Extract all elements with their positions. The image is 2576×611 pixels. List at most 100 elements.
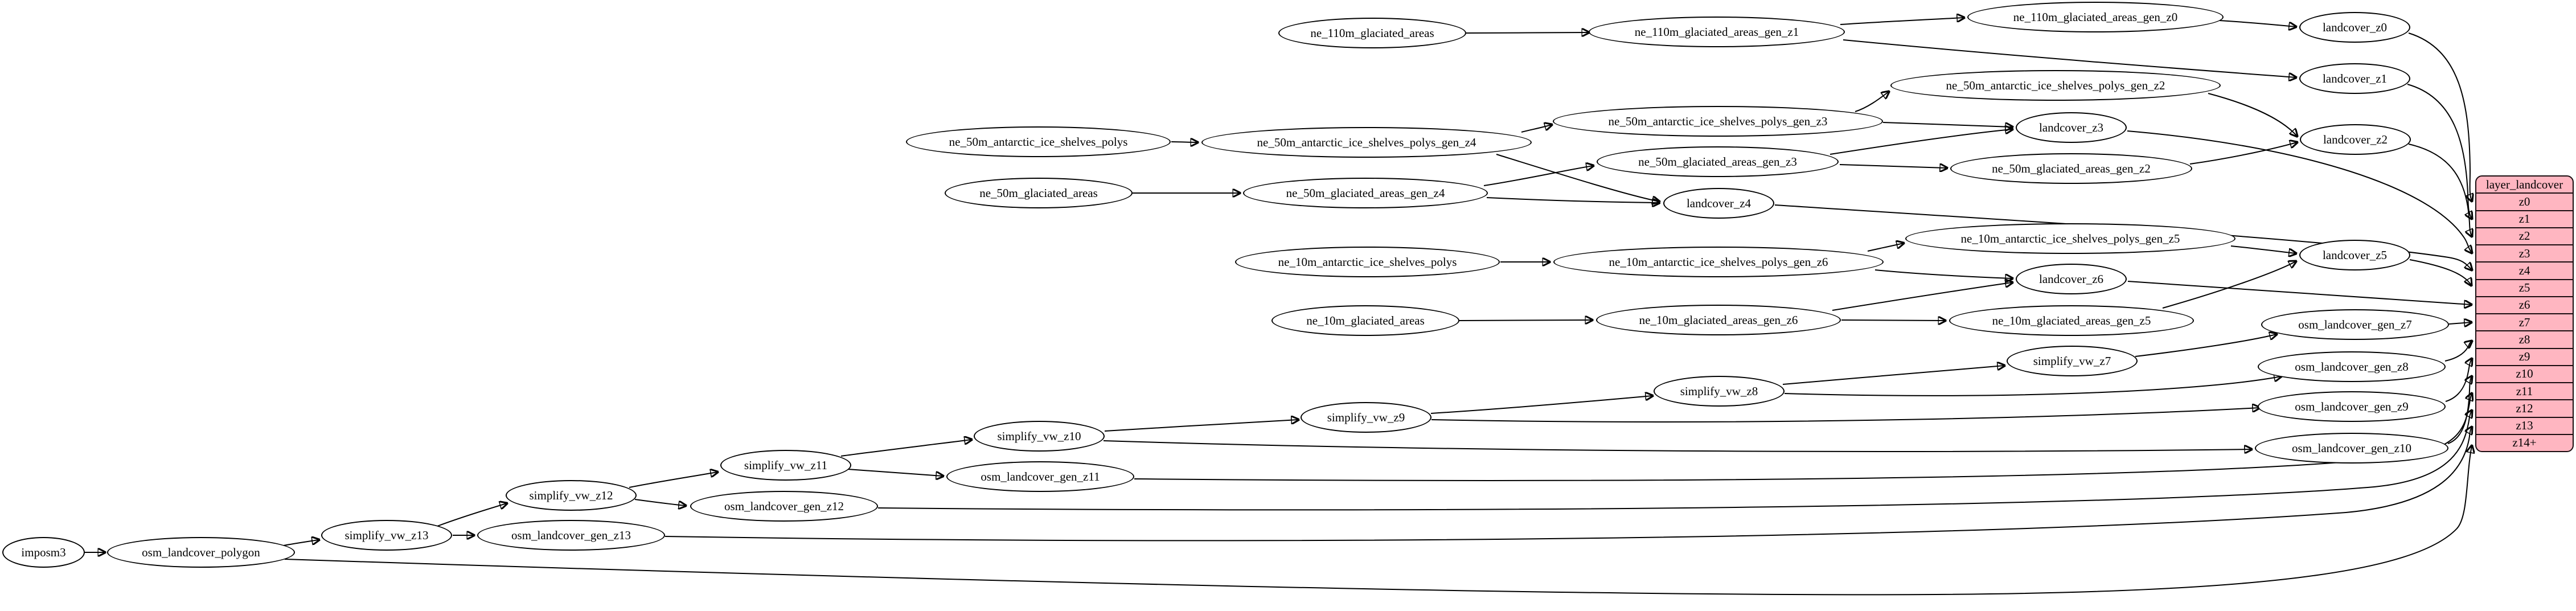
node-ne-10m-glaciated-areas-gen-z5: ne_10m_glaciated_areas_gen_z5 xyxy=(1949,305,2194,336)
node-label: osm_landcover_gen_z12 xyxy=(724,499,844,513)
table-row-z0: z0 xyxy=(2476,192,2573,210)
node-ne-10m-antarctic-ice-shelves-polys-gen-z5: ne_10m_antarctic_ice_shelves_polys_gen_z… xyxy=(1905,223,2235,254)
edge-simplify_vw_z8--osm_landcover_gen_z8 xyxy=(1784,376,2281,396)
node-ne-50m-glaciated-areas-gen-z2: ne_50m_glaciated_areas_gen_z2 xyxy=(1950,153,2192,184)
edge-ne_50m_glaciated_gen_z3--landcover_z3 xyxy=(1830,129,2012,155)
node-ne-50m-glaciated-areas: ne_50m_glaciated_areas xyxy=(945,178,1133,208)
edge-simplify_vw_z7--osm_landcover_gen_z7 xyxy=(2135,334,2276,357)
edge-landcover_z1--z1 xyxy=(2407,84,2472,219)
edge-simplify_vw_z10--osm_landcover_gen_z10 xyxy=(1103,440,2251,452)
edge-ne_50m_polys_gen_z3--gen_z2 xyxy=(1855,92,1889,112)
node-ne-110m-glaciated-areas-gen-z0: ne_110m_glaciated_areas_gen_z0 xyxy=(1967,2,2224,32)
edge-ne_50m_glaciated_gen_z4--landcover_z4 xyxy=(1486,197,1659,203)
node-osm-landcover-gen-z10: osm_landcover_gen_z10 xyxy=(2255,433,2448,464)
edge-simplify_vw_z11--osm_landcover_gen_z11 xyxy=(847,469,943,476)
edge-osm_landcover_polygon--simplify_vw_z13 xyxy=(283,540,319,546)
node-ne-10m-glaciated-areas-gen-z6: ne_10m_glaciated_areas_gen_z6 xyxy=(1596,305,1841,335)
table-row-z1: z1 xyxy=(2476,210,2573,227)
table-row-z10: z10 xyxy=(2476,364,2573,382)
node-label: ne_50m_antarctic_ice_shelves_polys xyxy=(949,134,1128,149)
node-label: simplify_vw_z10 xyxy=(997,429,1081,443)
node-landcover-z2: landcover_z2 xyxy=(2300,124,2411,155)
node-label: ne_50m_glaciated_areas_gen_z3 xyxy=(1638,154,1797,169)
node-imposm3: imposm3 xyxy=(2,537,85,568)
node-label: ne_50m_glaciated_areas_gen_z2 xyxy=(1992,161,2151,175)
node-label: landcover_z2 xyxy=(2323,132,2388,146)
node-landcover-z0: landcover_z0 xyxy=(2299,12,2410,43)
edge-ne_50m_polys_gen_z3--landcover_z3 xyxy=(1882,122,2012,127)
edge-ne_110m--gen_z1 xyxy=(1466,32,1589,33)
edge-osm_landcover_gen_z12--z12 xyxy=(877,411,2472,511)
edge-ne_10m_polys_gen_z6--gen_z5 xyxy=(1867,243,1904,252)
node-label: simplify_vw_z7 xyxy=(2033,354,2111,368)
node-simplify-vw-z13: simplify_vw_z13 xyxy=(321,520,452,551)
node-label: landcover_z3 xyxy=(2038,120,2104,134)
edge-osm_landcover_gen_z10--z10 xyxy=(2447,376,2472,444)
node-simplify-vw-z8: simplify_vw_z8 xyxy=(1654,376,1785,407)
node-ne-110m-glaciated-areas-gen-z1: ne_110m_glaciated_areas_gen_z1 xyxy=(1589,17,1845,47)
edge-ne_10m_polys_gen_z5--landcover_z5 xyxy=(2230,245,2296,253)
node-ne-50m-antarctic-ice-shelves-polys-gen-z3: ne_50m_antarctic_ice_shelves_polys_gen_z… xyxy=(1553,106,1883,137)
table-row-z12: z12 xyxy=(2476,399,2573,416)
table-row-z13: z13 xyxy=(2476,416,2573,434)
node-label: landcover_z6 xyxy=(2038,272,2104,286)
edge-osm_landcover_gen_z8--z8 xyxy=(2444,341,2472,362)
node-label: ne_10m_glaciated_areas_gen_z6 xyxy=(1639,313,1798,327)
node-label: ne_50m_glaciated_areas xyxy=(979,186,1098,200)
node-osm-landcover-polygon: osm_landcover_polygon xyxy=(107,537,295,568)
node-ne-10m-glaciated-areas: ne_10m_glaciated_areas xyxy=(1271,305,1459,336)
edge-simplify_vw_z10--simplify_vw_z9 xyxy=(1104,420,1298,432)
node-label: simplify_vw_z11 xyxy=(744,458,828,472)
node-label: simplify_vw_z13 xyxy=(344,528,429,542)
edge-landcover_z6--z6 xyxy=(2127,281,2471,305)
node-label: osm_landcover_gen_z11 xyxy=(981,469,1100,483)
node-ne-110m-glaciated-areas: ne_110m_glaciated_areas xyxy=(1278,18,1466,48)
edge-ne_50m_glaciated_gen_z4--gen_z3 xyxy=(1483,166,1593,186)
node-osm-landcover-gen-z7: osm_landcover_gen_z7 xyxy=(2261,309,2449,340)
edge-simplify_vw_z9--osm_landcover_gen_z9 xyxy=(1431,408,2259,423)
node-label: ne_110m_glaciated_areas xyxy=(1310,26,1434,40)
edge-simplify_vw_z12--simplify_vw_z11 xyxy=(629,472,717,488)
node-landcover-z1: landcover_z1 xyxy=(2299,63,2410,94)
node-ne-10m-antarctic-ice-shelves-polys: ne_10m_antarctic_ice_shelves_polys xyxy=(1235,247,1500,277)
node-landcover-z5: landcover_z5 xyxy=(2299,240,2410,270)
table-header: layer_landcover xyxy=(2485,177,2563,191)
edge-ne_50m_glaciated_gen_z3--gen_z2 xyxy=(1839,165,1947,168)
node-label: osm_landcover_gen_z8 xyxy=(2295,359,2409,374)
node-label: landcover_z0 xyxy=(2322,20,2388,34)
edge-ne_10m_polys_gen_z6--landcover_z6 xyxy=(1874,269,2012,278)
table-row-z4: z4 xyxy=(2476,261,2573,278)
node-label: imposm3 xyxy=(21,545,66,559)
edge-simplify_vw_z8--simplify_vw_z7 xyxy=(1782,366,2004,385)
node-simplify-vw-z7: simplify_vw_z7 xyxy=(2007,346,2138,376)
edge-ne_10m_glaciated_gen_z6--landcover_z6 xyxy=(1832,282,2012,311)
node-simplify-vw-z12: simplify_vw_z12 xyxy=(506,480,637,511)
node-simplify-vw-z10: simplify_vw_z10 xyxy=(974,421,1105,452)
node-label: landcover_z5 xyxy=(2322,248,2388,262)
node-label: osm_landcover_gen_z7 xyxy=(2298,317,2412,331)
node-osm-landcover-gen-z13: osm_landcover_gen_z13 xyxy=(477,520,665,551)
node-label: osm_landcover_gen_z10 xyxy=(2292,441,2411,455)
node-label: ne_10m_antarctic_ice_shelves_polys_gen_z… xyxy=(1609,255,1828,269)
edge-osm_landcover_polygon--z14 xyxy=(284,446,2472,596)
node-label: simplify_vw_z12 xyxy=(529,488,613,502)
table-row-z2: z2 xyxy=(2476,227,2573,244)
node-label: osm_landcover_gen_z13 xyxy=(511,528,631,542)
node-label: ne_10m_glaciated_areas xyxy=(1306,313,1425,327)
edge-simplify_vw_z11--simplify_vw_z10 xyxy=(840,440,971,457)
edge-ne_10m_glaciated_areas--gen_z6 xyxy=(1459,320,1592,321)
edge-simplify_vw_z9--simplify_vw_z8 xyxy=(1430,396,1652,414)
node-landcover-z3: landcover_z3 xyxy=(2016,112,2127,143)
node-label: simplify_vw_z8 xyxy=(1680,384,1758,398)
edge-simplify_vw_z13--simplify_vw_z12 xyxy=(437,503,507,527)
node-ne-50m-glaciated-areas-gen-z3: ne_50m_glaciated_areas_gen_z3 xyxy=(1597,146,1839,177)
edge-landcover_z4--z4 xyxy=(1774,204,2472,270)
edge-ne_110m_gen_z1--gen_z0 xyxy=(1840,18,1964,25)
node-label: osm_landcover_polygon xyxy=(142,545,260,559)
node-ne-50m-antarctic-ice-shelves-polys-gen-z4: ne_50m_antarctic_ice_shelves_polys_gen_z… xyxy=(1201,127,1532,158)
edge-ne_110m_gen_z0--landcover_z0 xyxy=(2219,20,2296,27)
node-ne-50m-antarctic-ice-shelves-polys: ne_50m_antarctic_ice_shelves_polys xyxy=(906,126,1171,157)
node-label: ne_50m_antarctic_ice_shelves_polys_gen_z… xyxy=(1257,135,1476,149)
node-landcover-z6: landcover_z6 xyxy=(2016,264,2127,294)
table-row-z5: z5 xyxy=(2476,278,2573,296)
